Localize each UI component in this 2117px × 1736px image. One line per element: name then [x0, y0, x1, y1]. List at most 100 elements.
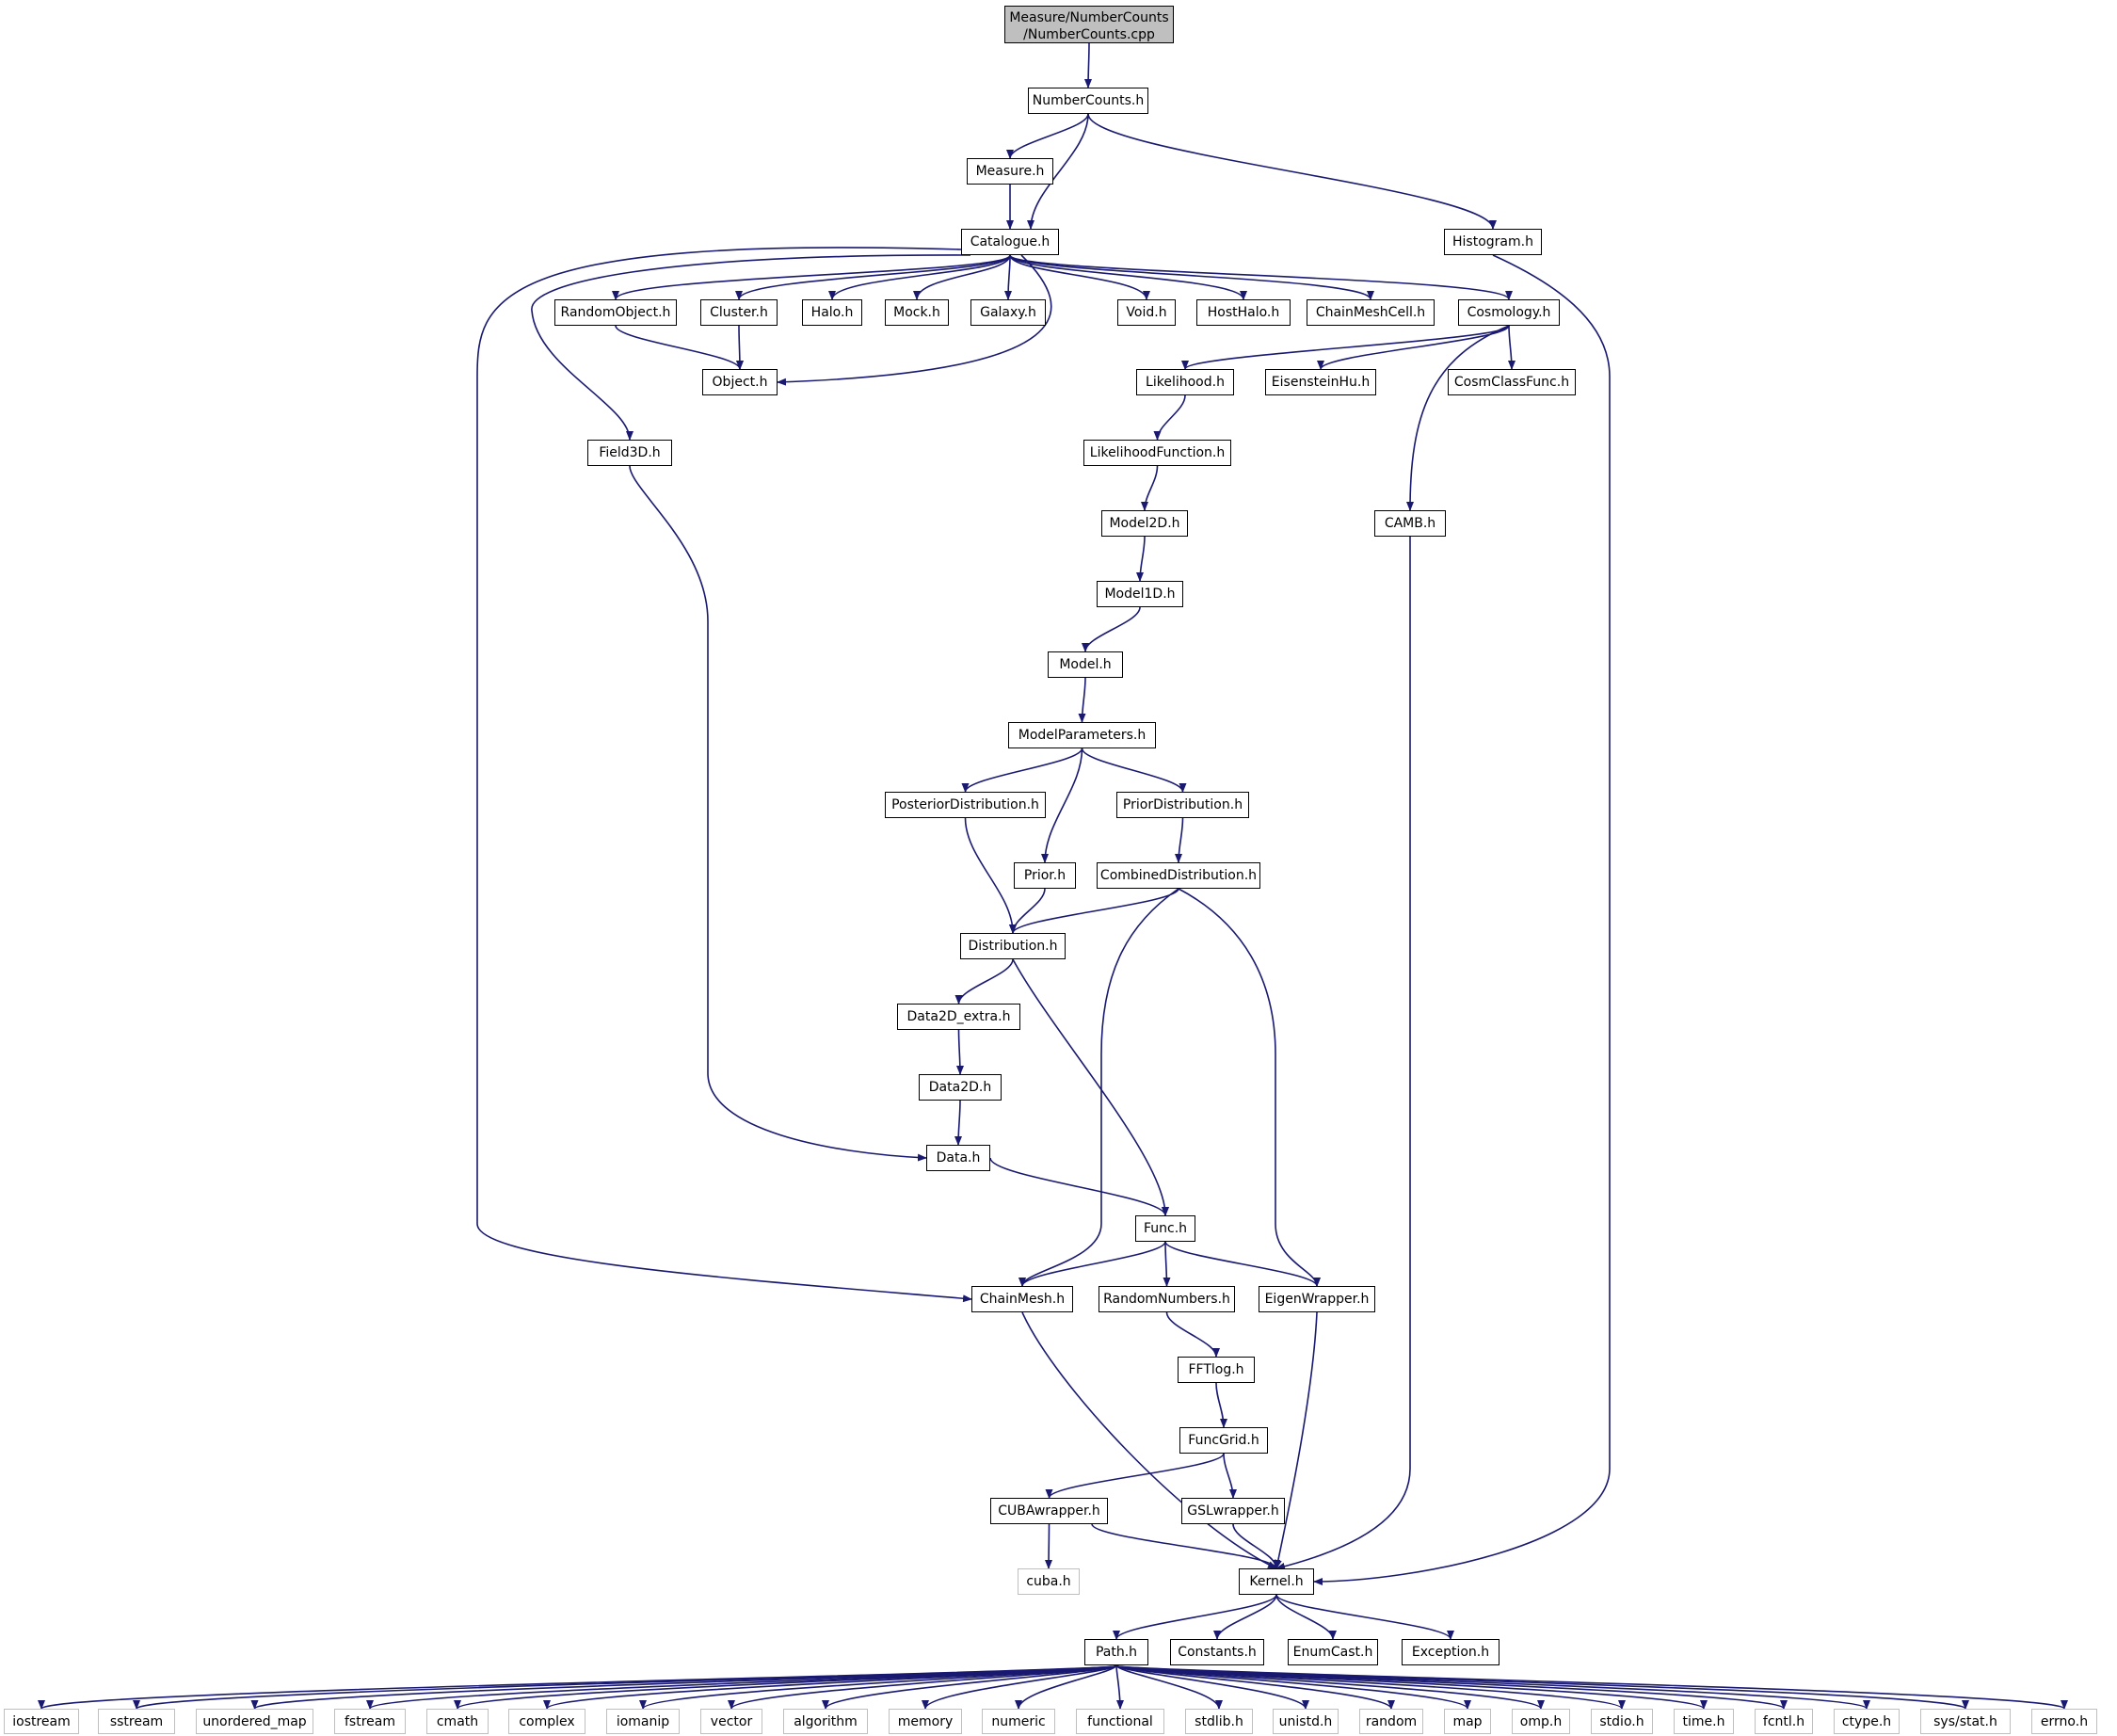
edge-posteriordistribution-to-distribution [964, 817, 1017, 934]
node-mock-h[interactable]: Mock.h [885, 299, 949, 326]
node-likelihoodfunction-h[interactable]: LikelihoodFunction.h [1083, 440, 1231, 466]
node-modelparameters-h[interactable]: ModelParameters.h [1008, 722, 1156, 748]
node-kernel-h[interactable]: Kernel.h [1239, 1568, 1314, 1595]
node-data2d-extra-h[interactable]: Data2D_extra.h [897, 1004, 1020, 1030]
system-header: unordered_map [196, 1709, 313, 1734]
system-header: complex [508, 1709, 585, 1734]
system-header: vector [700, 1709, 762, 1734]
node-likelihood-h[interactable]: Likelihood.h [1136, 369, 1234, 395]
edge-data2d-to-data [954, 1100, 963, 1146]
edge-path-to-sys9 [922, 1664, 1117, 1710]
edge-catalogue-to-galaxy [1004, 254, 1013, 300]
node-hosthalo-h[interactable]: HostHalo.h [1196, 299, 1291, 326]
edge-model-to-modelparameters [1078, 677, 1086, 723]
node-camb-h[interactable]: CAMB.h [1374, 510, 1446, 537]
edge-model1d-to-model [1082, 606, 1141, 652]
node-measure-h[interactable]: Measure.h [967, 158, 1053, 185]
edge-data2d_extra-to-data2d [955, 1029, 964, 1075]
node-eisensteinhu-h[interactable]: EisensteinHu.h [1265, 369, 1376, 395]
node-funcgrid-h[interactable]: FuncGrid.h [1179, 1427, 1268, 1454]
node-posteriordistribution-h[interactable]: PosteriorDistribution.h [885, 792, 1046, 818]
edge-path-to-sys7 [728, 1664, 1117, 1710]
node-void-h[interactable]: Void.h [1117, 299, 1176, 326]
node-cosmclassfunc-h[interactable]: CosmClassFunc.h [1448, 369, 1576, 395]
edge-catalogue-to-halo [828, 254, 1011, 300]
edge-kernel-to-path [1113, 1594, 1277, 1640]
edge-camb-to-kernel [1275, 537, 1411, 1570]
edge-numbercounts-to-catalogue [1027, 113, 1089, 230]
node-chainmesh-h[interactable]: ChainMesh.h [971, 1286, 1073, 1312]
node-catalogue-h[interactable]: Catalogue.h [961, 229, 1059, 255]
edge-distribution-to-data2d_extra [954, 958, 1014, 1005]
edge-modelparameters-to-priordistribution [1081, 747, 1187, 793]
node-histogram-h[interactable]: Histogram.h [1444, 229, 1542, 255]
system-header: iomanip [606, 1709, 680, 1734]
system-header: algorithm [783, 1709, 868, 1734]
node-gslwrapper-h[interactable]: GSLwrapper.h [1181, 1498, 1285, 1524]
system-header: ctype.h [1834, 1709, 1900, 1734]
node-field3d-h[interactable]: Field3D.h [587, 440, 672, 466]
node-eigenwrapper-h[interactable]: EigenWrapper.h [1259, 1286, 1375, 1312]
edge-catalogue-to-cosmology [1009, 254, 1513, 300]
edge-prior-to-distribution [1009, 888, 1046, 934]
edge-histogram-to-kernel [1313, 254, 1611, 1585]
node-cluster-h[interactable]: Cluster.h [700, 299, 778, 326]
edge-numbercounts-to-measure [1006, 113, 1089, 159]
edge-combineddistribution-to-eigenwrapper [1178, 888, 1321, 1287]
edge-catalogue-to-object [777, 254, 1052, 386]
node-galaxy-h[interactable]: Galaxy.h [970, 299, 1046, 326]
edge-modelparameters-to-prior [1041, 747, 1083, 863]
node-cosmology-h[interactable]: Cosmology.h [1458, 299, 1560, 326]
node-data2d-h[interactable]: Data2D.h [919, 1074, 1002, 1101]
system-header: sys/stat.h [1920, 1709, 2011, 1734]
system-header: unistd.h [1273, 1709, 1339, 1734]
edge-cluster-to-object [735, 325, 744, 370]
node-randomobject-h[interactable]: RandomObject.h [554, 299, 677, 326]
node-distribution-h[interactable]: Distribution.h [960, 933, 1066, 959]
edge-cosmology-to-eisensteinhu [1317, 325, 1510, 370]
node-constants-h[interactable]: Constants.h [1170, 1639, 1264, 1665]
node-model-h[interactable]: Model.h [1048, 651, 1123, 678]
node-prior-h[interactable]: Prior.h [1014, 862, 1076, 889]
node-func-h[interactable]: Func.h [1135, 1215, 1195, 1242]
system-header: numeric [982, 1709, 1055, 1734]
system-header: omp.h [1512, 1709, 1570, 1734]
edge-func-to-chainmesh [1018, 1241, 1166, 1287]
edge-field3d-to-data [629, 465, 927, 1162]
node-cubawrapper-h[interactable]: CUBAwrapper.h [990, 1498, 1108, 1524]
edge-randomnumbers-to-fftlog [1165, 1311, 1220, 1358]
edge-kernel-to-exception [1275, 1594, 1454, 1640]
edge-likelihood-to-likelihoodfunction [1153, 394, 1186, 441]
node-model2d-h[interactable]: Model2D.h [1101, 510, 1188, 537]
edge-data-to-func [989, 1157, 1169, 1216]
node-data-h[interactable]: Data.h [926, 1145, 990, 1171]
node-chainmeshcell-h[interactable]: ChainMeshCell.h [1307, 299, 1435, 326]
node-exception-h[interactable]: Exception.h [1402, 1639, 1500, 1665]
edge-cosmology-to-likelihood [1181, 325, 1510, 370]
system-header: cmath [426, 1709, 489, 1734]
edge-func-to-randomnumbers [1163, 1241, 1171, 1287]
node-priordistribution-h[interactable]: PriorDistribution.h [1116, 792, 1249, 818]
node-numbercounts-cpp: Measure/NumberCounts /NumberCounts.cpp [1004, 6, 1174, 43]
node-combineddistribution-h[interactable]: CombinedDistribution.h [1097, 862, 1260, 889]
system-header: errno.h [2031, 1709, 2097, 1734]
node-fftlog-h[interactable]: FFTlog.h [1178, 1357, 1255, 1383]
node-numbercounts-h[interactable]: NumberCounts.h [1028, 88, 1148, 114]
edge-cubawrapper-to-cuba [1045, 1523, 1053, 1569]
system-header: iostream [4, 1709, 79, 1734]
node-enumcast-h[interactable]: EnumCast.h [1288, 1639, 1378, 1665]
node-path-h[interactable]: Path.h [1084, 1639, 1148, 1665]
node-model1d-h[interactable]: Model1D.h [1097, 581, 1183, 607]
system-header: map [1444, 1709, 1491, 1734]
node-halo-h[interactable]: Halo.h [802, 299, 862, 326]
edge-path-to-sys22 [1115, 1664, 2068, 1710]
edge-catalogue-to-cluster [735, 254, 1011, 300]
edge-funcgrid-to-cubawrapper [1045, 1453, 1225, 1499]
edge-cosmology-to-cosmclassfunc [1507, 325, 1516, 370]
node-randomnumbers-h[interactable]: RandomNumbers.h [1099, 1286, 1235, 1312]
system-header: sstream [98, 1709, 175, 1734]
node-object-h[interactable]: Object.h [702, 369, 778, 395]
edge-catalogue-to-chainmeshcell [1009, 254, 1374, 300]
edge-catalogue-to-chainmesh [476, 247, 972, 1303]
